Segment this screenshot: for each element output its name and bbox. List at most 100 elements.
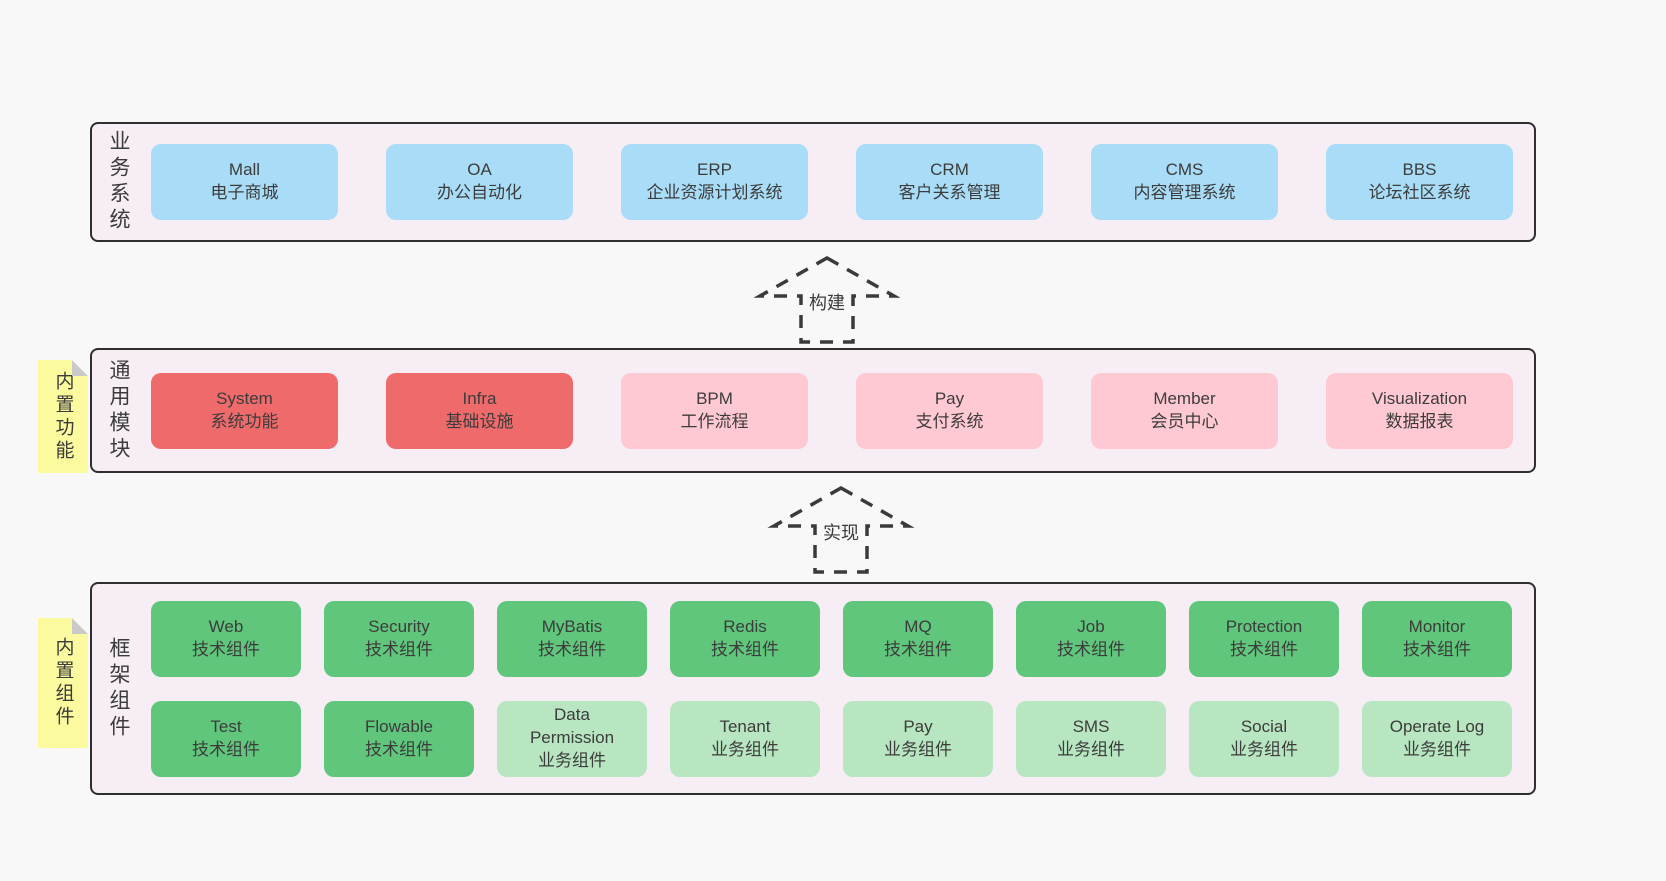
box-name: Tenant [719,716,771,736]
dashed-up-arrow-icon [753,255,901,344]
box-job: Job 技术组件 [1016,600,1166,677]
box-desc: 技术组件 [1230,639,1298,659]
box-name: Job [1077,616,1105,636]
box-crm: CRM 客户关系管理 [856,144,1043,220]
box-bpm: BPM 工作流程 [621,372,808,449]
box-name: Test [210,716,242,736]
sticky-fold-icon [72,360,88,376]
framework-components-grid: Web 技术组件 Security 技术组件 MyBatis 技术组件 Redi… [151,600,1512,777]
box-desc: 支付系统 [915,411,984,431]
framework-row-1: Web 技术组件 Security 技术组件 MyBatis 技术组件 Redi… [151,600,1512,677]
box-desc: 业务组件 [884,739,952,759]
box-name: Redis [723,616,767,636]
box-oa: OA 办公自动化 [386,144,573,220]
sticky-note-builtin-features: 内置功能 [38,360,88,473]
box-desc: 技术组件 [711,639,779,659]
layer-common-modules: 通用模块 System 系统功能 Infra 基础设施 BPM 工作流程 Pay… [90,348,1536,473]
arrow-build: 构建 [752,255,902,345]
box-name: Infra [462,388,497,408]
box-mall: Mall 电子商城 [151,144,338,220]
box-desc: 技术组件 [365,739,433,759]
box-name: System [216,388,273,408]
box-desc: 业务组件 [1057,739,1125,759]
box-monitor: Monitor 技术组件 [1362,600,1512,677]
box-desc: 办公自动化 [437,183,522,202]
common-modules-boxes: System 系统功能 Infra 基础设施 BPM 工作流程 Pay 支付系统… [151,372,1513,449]
box-name: Flowable [364,716,434,736]
box-desc: 电子商城 [210,183,279,202]
box-infra: Infra 基础设施 [386,372,573,449]
box-name: Pay [903,716,933,736]
box-name: Data Permission [529,705,615,748]
box-name: Security [368,616,430,636]
box-desc: 技术组件 [884,639,952,659]
box-desc: 技术组件 [365,639,433,659]
box-name: ERP [697,160,732,180]
box-mq: MQ 技术组件 [843,600,993,677]
box-tenant: Tenant 业务组件 [670,700,820,777]
box-test: Test 技术组件 [151,700,301,777]
box-desc: 技术组件 [538,639,606,659]
box-name: BPM [696,388,733,408]
box-desc: 业务组件 [538,750,606,770]
box-name: SMS [1072,716,1110,736]
box-cms: CMS 内容管理系统 [1091,144,1278,220]
layer-label-common-modules: 通用模块 [107,358,130,463]
box-visualization: Visualization 数据报表 [1326,372,1513,449]
box-desc: 技术组件 [1057,639,1125,659]
layer-label-business-systems: 业务系统 [107,130,130,234]
box-name: Web [208,616,244,636]
business-systems-boxes: Mall 电子商城 OA 办公自动化 ERP 企业资源计划系统 CRM 客户关系… [151,144,1513,220]
box-desc: 业务组件 [711,739,779,759]
box-desc: 技术组件 [192,739,260,759]
box-redis: Redis 技术组件 [670,600,820,677]
box-desc: 技术组件 [1403,639,1471,659]
box-desc: 业务组件 [1230,739,1298,759]
arrow-implement-label: 实现 [820,518,862,546]
box-system: System 系统功能 [151,372,338,449]
box-desc: 会员中心 [1150,411,1219,431]
box-desc: 论坛社区系统 [1368,183,1471,202]
box-data-permission: Data Permission 业务组件 [497,700,647,777]
box-desc: 数据报表 [1385,411,1454,431]
box-desc: 内容管理系统 [1133,183,1236,202]
sticky-fold-icon [72,618,88,634]
sticky-note-text: 内置功能 [52,370,74,463]
box-desc: 基础设施 [445,411,514,431]
box-bbs: BBS 论坛社区系统 [1326,144,1513,220]
box-desc: 企业资源计划系统 [646,183,783,202]
box-web: Web 技术组件 [151,600,301,677]
box-desc: 系统功能 [210,411,279,431]
box-social: Social 业务组件 [1189,700,1339,777]
box-desc: 业务组件 [1403,739,1471,759]
layer-framework-components: 框架组件 Web 技术组件 Security 技术组件 MyBatis 技术组件… [90,582,1536,795]
layer-business-systems: 业务系统 Mall 电子商城 OA 办公自动化 ERP 企业资源计划系统 CRM… [90,122,1536,242]
box-name: Monitor [1408,616,1466,636]
box-pay-component: Pay 业务组件 [843,700,993,777]
framework-row-2: Test 技术组件 Flowable 技术组件 Data Permission … [151,700,1512,777]
box-name: Social [1240,716,1288,736]
box-erp: ERP 企业资源计划系统 [621,144,808,220]
box-operate-log: Operate Log 业务组件 [1362,700,1512,777]
sticky-note-text: 内置组件 [52,637,74,729]
box-member: Member 会员中心 [1091,372,1278,449]
box-flowable: Flowable 技术组件 [324,700,474,777]
box-name: Operate Log [1389,716,1485,736]
box-name: OA [467,160,492,180]
box-name: CMS [1165,160,1204,180]
box-desc: 工作流程 [680,411,749,431]
box-desc: 技术组件 [192,639,260,659]
box-name: BBS [1402,160,1437,180]
dashed-up-arrow-icon [767,485,915,574]
box-name: Member [1153,388,1216,408]
box-name: Mall [228,160,261,180]
sticky-note-builtin-components: 内置组件 [38,618,88,748]
box-name: Visualization [1371,388,1468,408]
box-pay-module: Pay 支付系统 [856,372,1043,449]
box-name: MyBatis [541,616,603,636]
arrow-implement: 实现 [766,485,916,575]
box-security: Security 技术组件 [324,600,474,677]
box-name: MQ [904,616,932,636]
box-name: Protection [1225,616,1303,636]
